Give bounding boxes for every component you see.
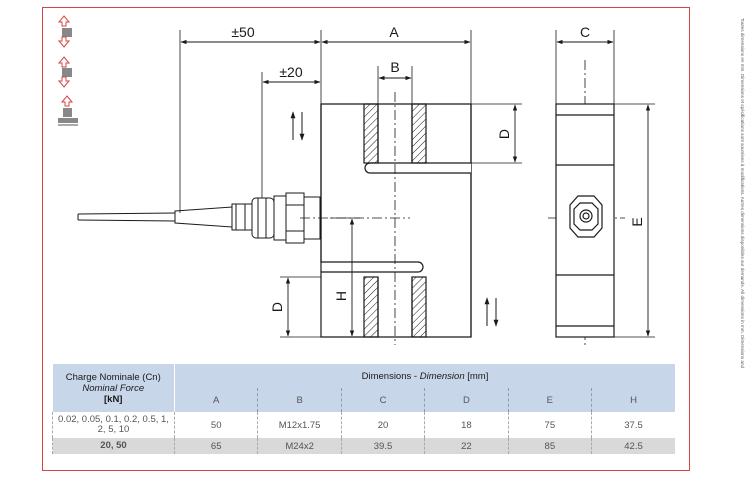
col-header-h: H (591, 388, 675, 412)
dim-label-h: H (333, 291, 349, 301)
cell-h: 42.5 (591, 438, 675, 454)
cell-d: 18 (424, 412, 509, 438)
dimensions-header: Dimensions - Dimension [mm] (174, 364, 675, 388)
capacity-header: Charge Nominale (Cn) Nominal Force [kN] (52, 364, 175, 412)
capacity-header-unit: [kN] (104, 393, 123, 405)
table-header-row: Charge Nominale (Cn) Nominal Force [kN] … (52, 364, 675, 412)
side-note-text: Toutes dimensions en mm. Dimensions et s… (740, 18, 745, 368)
dim-label-c: C (580, 24, 590, 40)
dimensions-table: Charge Nominale (Cn) Nominal Force [kN] … (52, 364, 675, 454)
col-header-b: B (257, 388, 342, 412)
table-row: 20, 50 65 M24x2 39.5 22 85 42.5 (52, 438, 675, 454)
capacity-header-fr: Charge Nominale (Cn) (65, 371, 161, 383)
cell-a: 65 (173, 438, 258, 454)
dim-label-d-bottom: D (269, 302, 285, 312)
side-note: Toutes dimensions en mm. Dimensions et s… (729, 18, 745, 368)
capacity-header-en: Nominal Force (82, 382, 145, 394)
col-header-c: C (340, 388, 425, 412)
col-header-e: E (507, 388, 592, 412)
cell-b: M24x2 (257, 438, 342, 454)
cell-b: M12x1.75 (257, 412, 342, 438)
dim-label-e: E (629, 217, 645, 226)
cell-c: 20 (340, 412, 425, 438)
table-row: 0.02, 0.05, 0.1, 0.2, 0.5, 1, 2, 5, 10 5… (52, 412, 675, 438)
cell-e: 75 (507, 412, 592, 438)
dim-label-d-top: D (496, 129, 512, 139)
cell-e: 85 (507, 438, 592, 454)
load-on-surface-icon (58, 95, 78, 126)
capacity-cell: 0.02, 0.05, 0.1, 0.2, 0.5, 1, 2, 5, 10 (52, 412, 175, 438)
load-arrows (290, 111, 499, 327)
s-beam-front-view (320, 103, 472, 338)
col-header-a: A (174, 388, 258, 412)
cell-d: 22 (424, 438, 509, 454)
dim-label-a: A (389, 24, 399, 40)
cell-a: 50 (173, 412, 258, 438)
cable (77, 203, 253, 231)
capacity-cell: 20, 50 (52, 438, 175, 454)
load-tension-compression-icon (57, 56, 72, 88)
dimension-lines (180, 39, 651, 337)
s-beam-side-view (555, 103, 615, 338)
dim-label-pm20: ±20 (279, 64, 302, 80)
load-compression-icon (57, 15, 72, 48)
extension-lines (179, 30, 655, 338)
dim-label-pm50: ±50 (231, 24, 254, 40)
cell-c: 39.5 (340, 438, 425, 454)
cable-gland (251, 192, 321, 244)
dim-label-b: B (390, 59, 399, 75)
col-header-d: D (424, 388, 509, 412)
column-header-row: A B C D E H (53, 388, 675, 412)
cell-h: 37.5 (591, 412, 675, 438)
